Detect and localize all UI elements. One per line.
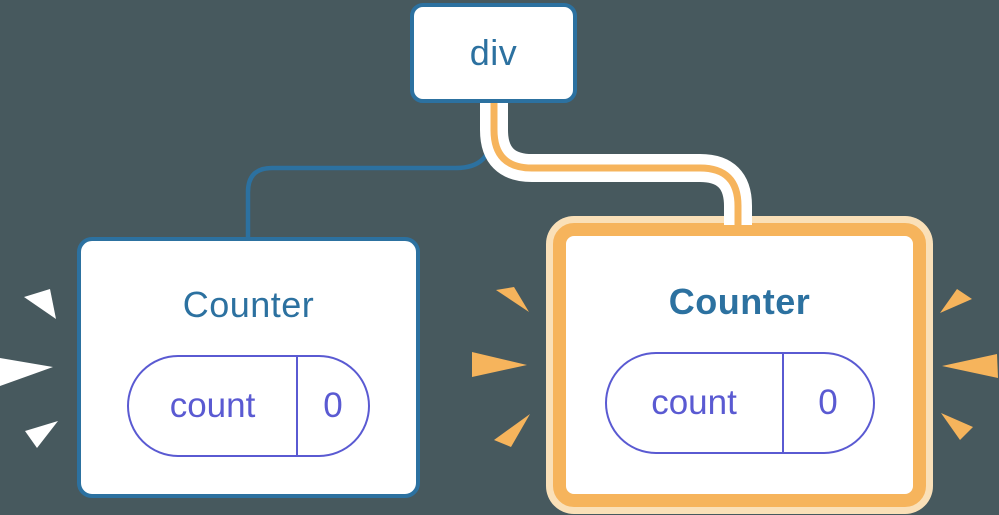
counter-left-state-value: 0	[296, 357, 368, 455]
sparkle-ray-icon	[941, 413, 973, 440]
counter-left-title: Counter	[182, 284, 315, 325]
edge-div-to-left-counter	[245, 103, 495, 241]
counter-left-state-key: count	[169, 386, 256, 425]
sparkle-ray-icon	[940, 289, 972, 313]
counter-left-state-pill: count 0	[127, 355, 370, 457]
counter-node-right-highlight-ring: Counter count 0	[546, 216, 933, 514]
edge-div-to-right-counter	[490, 103, 742, 234]
root-node-div: div	[410, 3, 577, 103]
sparkle-ray-icon	[25, 421, 58, 448]
sparkle-burst-right-counter-left	[472, 287, 530, 447]
counter-node-right: Counter count 0	[553, 223, 926, 507]
sparkle-burst-right-counter-right	[940, 289, 998, 440]
counter-right-state-pill: count 0	[604, 352, 875, 454]
sparkle-ray-icon	[0, 358, 53, 386]
counter-right-state-key: count	[651, 383, 737, 422]
counter-right-state-value: 0	[781, 354, 873, 452]
root-node-label: div	[469, 32, 518, 73]
sparkle-ray-icon	[472, 352, 527, 377]
sparkle-burst-left-counter	[0, 289, 58, 448]
sparkle-ray-icon	[494, 414, 530, 447]
sparkle-ray-icon	[942, 354, 998, 378]
edge-div-to-right-counter-casing	[480, 103, 752, 225]
counter-node-left: Counter count 0	[77, 237, 420, 498]
sparkle-ray-icon	[24, 289, 56, 319]
sparkle-ray-icon	[496, 287, 529, 312]
counter-right-title: Counter	[668, 281, 811, 322]
